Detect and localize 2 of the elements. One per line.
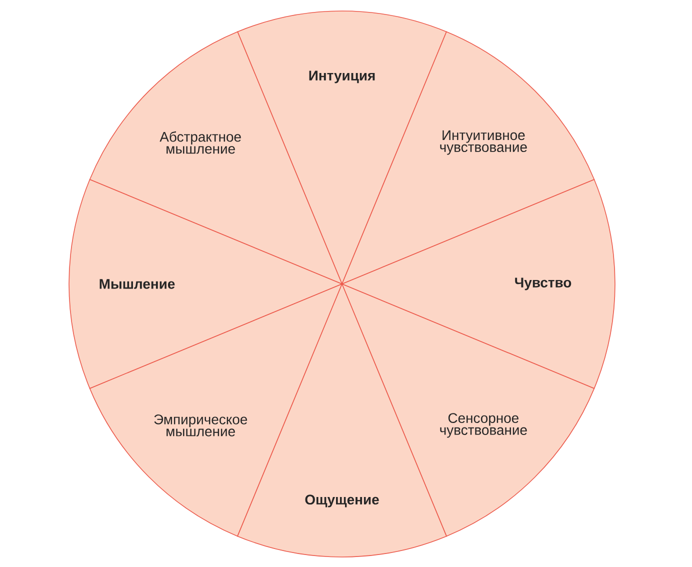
- sector: Мышление: [68, 179, 342, 389]
- sector: Чувство: [342, 179, 616, 389]
